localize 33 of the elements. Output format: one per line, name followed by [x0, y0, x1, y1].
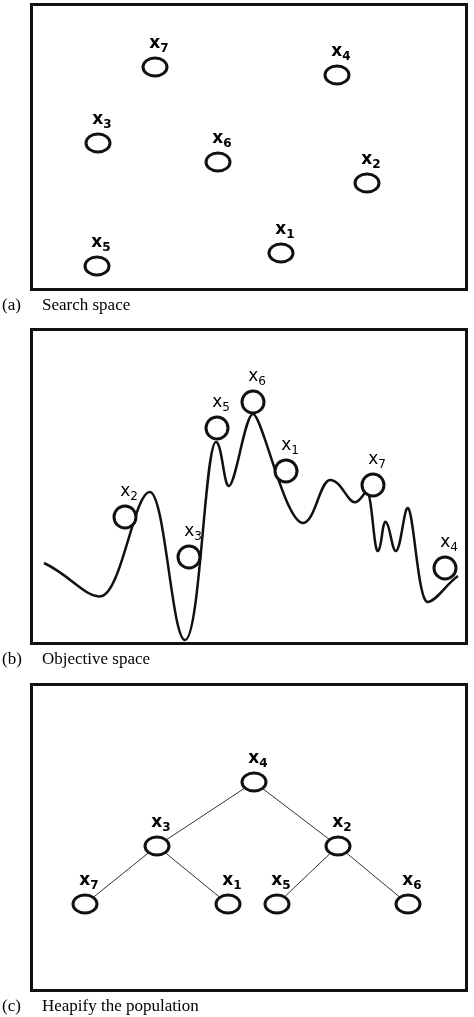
point-label: x$_{1}$ [221, 869, 243, 895]
point-label: x$_{1}$ [274, 218, 296, 244]
point-label: x$_{5}$ [270, 869, 292, 895]
connector-line [166, 788, 245, 840]
point-label: x$_{1}$ [280, 434, 300, 460]
point-label: x$_{3}$ [150, 811, 172, 837]
connector-line [165, 852, 220, 898]
point-label: x$_{5}$ [90, 231, 112, 257]
point-label: x$_{6}$ [247, 365, 267, 391]
point-label: x$_{6}$ [211, 127, 233, 153]
panel-letter: (b) [2, 649, 22, 669]
connector-line [262, 788, 330, 840]
connector-line [346, 852, 400, 898]
point-label: x$_{7}$ [148, 32, 170, 58]
connector-line [93, 852, 149, 898]
point-label: x$_{3}$ [183, 520, 203, 546]
panel-letter: (c) [2, 996, 21, 1016]
point-label: x$_{3}$ [91, 108, 113, 134]
point-label: x$_{6}$ [401, 869, 423, 895]
point-label: x$_{4}$ [439, 531, 459, 557]
point-label: x$_{2}$ [331, 811, 353, 837]
connector-line [284, 853, 331, 897]
point-label: x$_{5}$ [211, 391, 231, 417]
point-label: x$_{4}$ [247, 747, 269, 773]
point-label: x$_{7}$ [367, 448, 387, 474]
point-label: x$_{7}$ [78, 869, 100, 895]
point-label: x$_{2}$ [360, 148, 382, 174]
panel-caption: Objective space [42, 649, 151, 669]
point-label: x$_{4}$ [330, 40, 352, 66]
panel-letter: (a) [2, 295, 21, 315]
panel-caption: Heapify the population [42, 996, 199, 1016]
point-label: x$_{2}$ [119, 480, 139, 506]
panel-caption: Search space [42, 295, 131, 315]
